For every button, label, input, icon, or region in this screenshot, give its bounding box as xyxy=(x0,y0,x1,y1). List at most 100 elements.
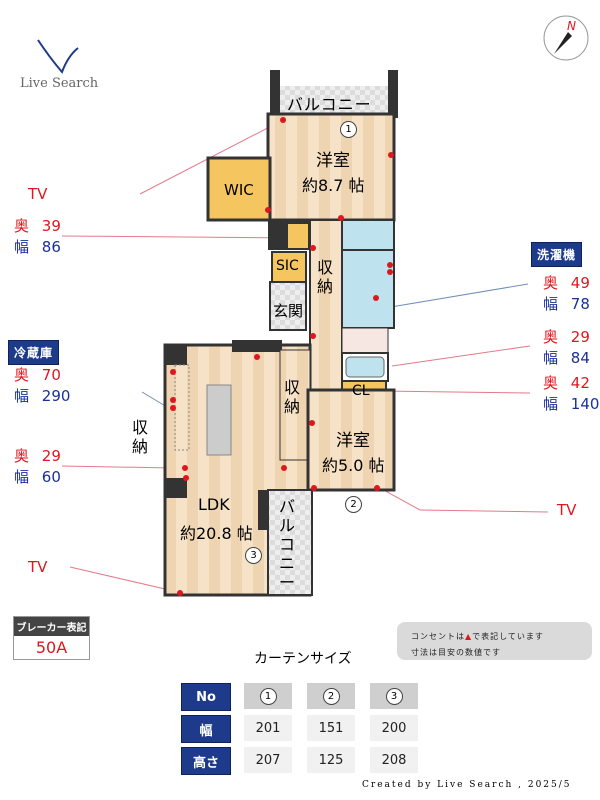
curtain-marker-2: 2 xyxy=(345,496,362,513)
washer-dimension: 奥 49 幅 78 xyxy=(543,274,590,313)
height-3: 208 xyxy=(370,747,418,773)
tv-label-bottom-left: TV xyxy=(28,558,48,576)
width-value: 60 xyxy=(41,468,61,486)
fridge-dimension: 奥 70 幅 290 xyxy=(14,366,70,405)
entrance-label: 玄関 xyxy=(273,302,304,320)
ldk-storage xyxy=(279,349,311,461)
height-1: 207 xyxy=(244,747,292,773)
tv-label-right: TV xyxy=(557,501,577,519)
compass: N xyxy=(542,14,590,66)
number-1: 1 xyxy=(259,687,277,705)
outlet-markers xyxy=(170,117,394,596)
width-label: 幅 xyxy=(14,238,30,256)
depth-label: 奥 xyxy=(14,366,30,384)
number-2: 2 xyxy=(322,687,340,705)
width-label: 幅 xyxy=(543,295,559,313)
number-3: 3 xyxy=(385,687,403,705)
col-header-2: 2 xyxy=(307,683,355,709)
depth-label: 奥 xyxy=(543,374,559,392)
entrance xyxy=(269,281,307,331)
north-label: N xyxy=(567,19,576,33)
notes-box: コンセントは▲で表記しています 寸法は目安の数値です xyxy=(397,622,592,660)
hall-storage xyxy=(309,219,343,391)
depth-value: 29 xyxy=(570,328,590,346)
width-value: 86 xyxy=(41,238,61,256)
depth-value: 42 xyxy=(570,374,590,392)
walk-in-closet xyxy=(206,156,272,222)
width-value: 84 xyxy=(570,349,590,367)
note-outlet-post: で表記しています xyxy=(472,632,544,641)
logo-text: Live Search xyxy=(20,76,99,91)
western-room-2-size: 約5.0 帖 xyxy=(322,456,385,475)
balcony-bottom xyxy=(267,489,313,596)
row-header-height: 高さ xyxy=(181,747,231,775)
depth-label: 奥 xyxy=(543,274,559,292)
storage-2-label: 収納 xyxy=(132,418,149,456)
depth-value: 39 xyxy=(41,217,61,235)
storage-1-label: 収納 xyxy=(317,258,334,296)
depth-value: 70 xyxy=(41,366,61,384)
balcony-top-label: バルコニー xyxy=(287,95,372,114)
storage-3-label: 収納 xyxy=(284,378,301,416)
width-2: 151 xyxy=(307,715,355,741)
depth-label: 奥 xyxy=(543,328,559,346)
depth-label: 奥 xyxy=(14,217,30,235)
col-header-3: 3 xyxy=(370,683,418,709)
dimension-5: 奥 29 幅 84 xyxy=(543,328,590,367)
curtain-title: カーテンサイズ xyxy=(254,651,352,667)
depth-value: 29 xyxy=(41,447,61,465)
dimension-3: 奥 29 幅 60 xyxy=(14,447,61,486)
curtain-marker-1: 1 xyxy=(340,121,357,138)
dimension-6: 奥 42 幅 140 xyxy=(543,374,599,413)
fridge-space xyxy=(174,364,190,451)
shoe-closet xyxy=(271,251,307,283)
depth-value: 49 xyxy=(570,274,590,292)
breaker-title: ブレーカー表記 xyxy=(14,617,89,636)
cl-label: CL xyxy=(352,383,370,399)
balcony-bottom-label: バルコニー xyxy=(279,497,296,592)
dimension-1: 奥 39 幅 86 xyxy=(14,217,61,256)
height-2: 125 xyxy=(307,747,355,773)
outlet-triangle-icon: ▲ xyxy=(465,632,473,641)
footer-credit: Created by Live Search , 2025/5 xyxy=(362,780,572,790)
width-value: 140 xyxy=(570,395,600,413)
western-room-2 xyxy=(306,388,396,492)
western-room-1-name: 洋室 xyxy=(316,151,350,171)
washroom xyxy=(341,249,395,329)
breaker-box: ブレーカー表記 50A xyxy=(13,616,90,660)
ldk-size: 約20.8 帖 xyxy=(180,524,253,543)
width-label: 幅 xyxy=(543,349,559,367)
width-label: 幅 xyxy=(543,395,559,413)
breaker-value: 50A xyxy=(35,638,68,657)
note-dimensions: 寸法は目安の数値です xyxy=(411,648,501,657)
compass-icon: N xyxy=(543,15,589,61)
kitchen-counter xyxy=(206,384,232,456)
washer-tag: 洗濯機 xyxy=(531,242,583,267)
fridge-tag: 冷蔵庫 xyxy=(8,340,60,365)
width-label: 幅 xyxy=(14,387,30,405)
ldk-name: LDK xyxy=(198,495,230,514)
annotation-lines xyxy=(61,119,549,593)
width-value: 78 xyxy=(570,295,590,313)
toilet xyxy=(341,219,395,251)
col-header-1: 1 xyxy=(244,683,292,709)
width-1: 201 xyxy=(244,715,292,741)
depth-label: 奥 xyxy=(14,447,30,465)
header-no: No xyxy=(181,683,231,711)
row-header-width: 幅 xyxy=(181,715,231,743)
western-room-2-name: 洋室 xyxy=(336,431,370,451)
width-value: 290 xyxy=(41,387,71,405)
width-3: 200 xyxy=(370,715,418,741)
balcony-top xyxy=(280,86,388,116)
logo-v-mark-icon xyxy=(37,39,79,74)
wic-label: WIC xyxy=(224,181,254,199)
logo: Live Search xyxy=(20,36,110,91)
sic-label: SIC xyxy=(276,258,299,274)
width-label: 幅 xyxy=(14,468,30,486)
note-outlet-pre: コンセントは xyxy=(411,632,465,641)
western-room-1-size: 約8.7 帖 xyxy=(302,176,365,195)
curtain-marker-3: 3 xyxy=(245,547,262,564)
tv-label-top: TV xyxy=(28,185,48,203)
